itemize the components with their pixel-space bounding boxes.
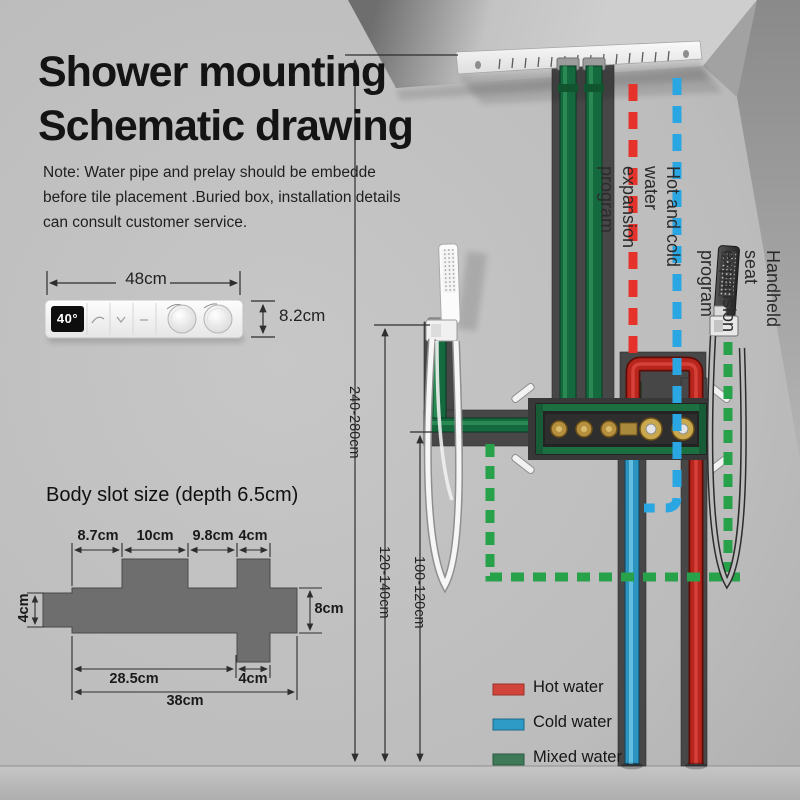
hot-water-pipe	[625, 356, 704, 764]
slot-dim-10cm: 10cm	[136, 528, 174, 544]
control-panel-drawing	[44, 271, 275, 343]
slot-dim-8cm-right: 8cm	[314, 601, 344, 617]
panel-dimension-lines	[46, 271, 275, 338]
handheld-shower-dark	[706, 245, 747, 590]
dark-wand-spray-face	[718, 250, 737, 298]
head-screw-left	[475, 61, 481, 69]
white-wand-spray-face	[441, 248, 457, 294]
legend-hot-water-label: Hot water	[533, 678, 604, 696]
handheld-expansion-label: Handheld seat expansion program	[697, 250, 783, 333]
white-handheld-bracket	[425, 319, 458, 342]
mixed-water-swatch	[492, 753, 525, 766]
panel-temperature-value: 40°	[56, 311, 79, 326]
hot-cold-expansion-label: Hot and cold water expansion program	[597, 166, 683, 268]
panel-width-label: 48cm	[125, 269, 167, 288]
head-screw-right	[683, 50, 689, 58]
valve-height-dim: 120-140cm	[376, 546, 392, 619]
panel-button-icons	[91, 316, 148, 324]
mixed-water-dashed-line-left	[485, 444, 740, 582]
body-slot-title: Body slot size (depth 6.5cm)	[46, 484, 299, 506]
legend-mixed-water-label: Mixed water	[533, 748, 622, 766]
slot-dim-4cm-left: 4cm	[16, 593, 32, 623]
panel-temperature-display	[51, 306, 84, 332]
legend-cold-water-label: Cold water	[533, 713, 612, 731]
right-wall	[737, 0, 800, 460]
body-slot-shape	[42, 558, 298, 663]
legend-swatches	[492, 683, 525, 766]
slot-dim-28-5cm: 28.5cm	[109, 671, 159, 687]
body-slot-drawing	[27, 543, 322, 700]
panel-height-label: 8.2cm	[279, 306, 326, 325]
slot-dim-4cm-bottom: 4cm	[238, 671, 268, 687]
handheld-shower-white	[423, 243, 488, 594]
slot-dim-38cm: 38cm	[166, 693, 204, 709]
expansion-lines	[485, 78, 740, 582]
mixed-water-pipes	[427, 57, 642, 433]
cold-water-pipe	[624, 449, 640, 765]
cold-water-swatch	[492, 718, 525, 731]
page-title-line2: Schematic drawing	[38, 102, 414, 150]
ceiling-height-dim: 240-280cm	[346, 386, 362, 459]
page-title-line1: Shower mounting	[38, 48, 387, 96]
slot-dim-9-8cm: 9.8cm	[192, 528, 234, 544]
floor	[0, 766, 800, 800]
hot-water-swatch	[492, 683, 525, 696]
slot-dim-8-7cm: 8.7cm	[77, 528, 119, 544]
note-text: Note: Water pipe and prelay should be em…	[43, 164, 401, 232]
install-dimension-lines	[345, 54, 458, 763]
panel-knobs	[166, 303, 233, 334]
slot-dim-4cm-top: 4cm	[238, 528, 268, 544]
handheld-height-dim: 100-120cm	[411, 556, 427, 629]
body-slot-dimension-lines	[27, 543, 322, 700]
cold-water-dashed-line	[644, 78, 682, 513]
